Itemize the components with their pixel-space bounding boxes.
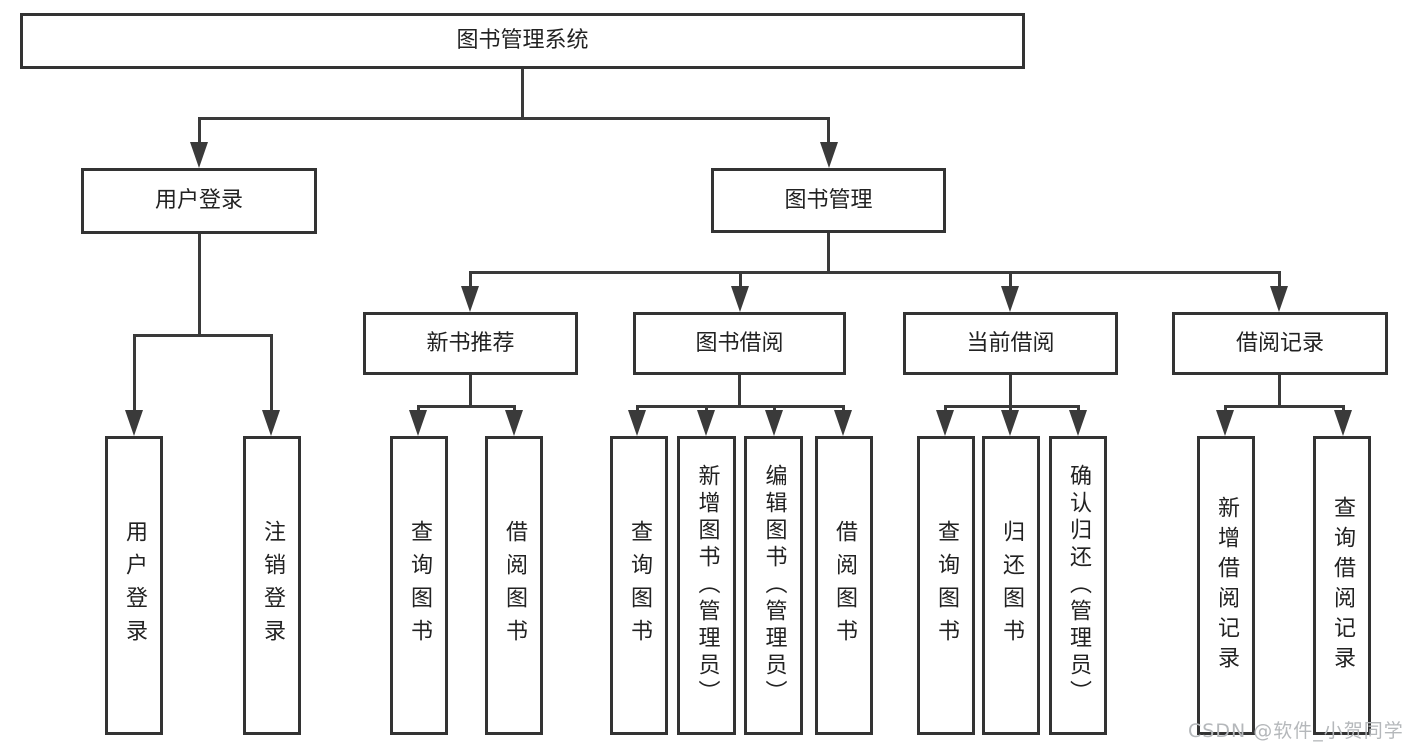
node-root-label: 图书管理系统 [456, 28, 589, 53]
connector-new-book-drop-1 [417, 405, 420, 413]
connector-root-hbar [198, 117, 830, 120]
connector-borrow-record-drop-2 [1342, 405, 1345, 413]
connector-book-mgmt-hbar [469, 271, 1281, 274]
arrowhead-leaf-bb-query [628, 410, 646, 436]
connector-current-borrow-drop-1 [944, 405, 947, 413]
leaf-borrow-query-books: 查询图书 [610, 436, 668, 735]
connector-new-book-trunk [469, 375, 472, 407]
leaf-add-borrow-record: 新增借阅记录 [1197, 436, 1255, 735]
arrowhead-book-borrow [731, 286, 749, 312]
arrowhead-leaf-bb-add [697, 410, 715, 436]
leaf-borrow-borrow-books-label: 借阅图书 [832, 519, 857, 652]
connector-current-borrow-hbar [944, 405, 1080, 408]
leaf-edit-books-admin: 编辑图书（管理员） [744, 436, 803, 735]
leaf-borrow-query-books-label: 查询图书 [627, 519, 652, 652]
leaf-query-borrow-record-label: 查询借阅记录 [1330, 495, 1355, 676]
arrowhead-new-book [461, 286, 479, 312]
arrowhead-leaf-cb-query [936, 410, 954, 436]
leaf-return-books: 归还图书 [982, 436, 1040, 735]
connector-drop-current-borrow [1009, 271, 1012, 287]
node-user-login: 用户登录 [81, 168, 317, 234]
leaf-edit-books-admin-label: 编辑图书（管理员） [761, 464, 787, 707]
node-book-borrow-label: 图书借阅 [695, 330, 784, 356]
connector-user-login-drop-right [270, 334, 273, 412]
node-new-book: 新书推荐 [363, 312, 578, 375]
connector-book-borrow-drop-2 [705, 405, 708, 413]
arrowhead-leaf-user-login [125, 410, 143, 436]
node-book-mgmt-label: 图书管理 [784, 187, 873, 213]
arrowhead-leaf-logout [262, 410, 280, 436]
csdn-watermark: CSDN @软件_小贺同学 [1188, 720, 1404, 742]
connector-user-login-trunk [198, 234, 201, 336]
connector-current-borrow-trunk [1009, 375, 1012, 407]
connector-drop-book-borrow [739, 271, 742, 287]
connector-new-book-drop-2 [513, 405, 516, 413]
arrowhead-leaf-bb-edit [765, 410, 783, 436]
connector-current-borrow-drop-2 [1009, 405, 1012, 413]
node-user-login-label: 用户登录 [154, 188, 243, 213]
arrowhead-user-login [190, 142, 208, 168]
connector-root-drop-left [198, 117, 201, 145]
arrowhead-leaf-br-add [1216, 410, 1234, 436]
connector-borrow-record-drop-1 [1224, 405, 1227, 413]
leaf-add-books-admin-label: 新增图书（管理员） [694, 464, 720, 707]
leaf-return-books-label: 归还图书 [999, 519, 1024, 652]
connector-book-borrow-drop-3 [773, 405, 776, 413]
arrowhead-leaf-nb-query [409, 410, 427, 436]
leaf-current-query-books: 查询图书 [917, 436, 975, 735]
connector-current-borrow-drop-3 [1077, 405, 1080, 413]
node-current-borrow: 当前借阅 [903, 312, 1118, 375]
leaf-newbook-query-books: 查询图书 [390, 436, 448, 735]
connector-borrow-record-trunk [1278, 375, 1281, 407]
node-borrow-record: 借阅记录 [1172, 312, 1388, 375]
connector-drop-new-book [469, 271, 472, 287]
connector-borrow-record-hbar [1224, 405, 1345, 408]
leaf-logout: 注销登录 [243, 436, 301, 735]
connector-book-borrow-drop-1 [636, 405, 639, 413]
arrowhead-current-borrow [1001, 286, 1019, 312]
node-root: 图书管理系统 [20, 13, 1025, 69]
connector-root-trunk [521, 69, 524, 118]
arrowhead-book-mgmt [820, 142, 838, 168]
connector-user-login-drop-left [133, 334, 136, 412]
arrowhead-leaf-cb-confirm [1069, 410, 1087, 436]
connector-user-login-hbar [133, 334, 273, 337]
leaf-user-login: 用户登录 [105, 436, 163, 735]
arrowhead-leaf-nb-borrow [505, 410, 523, 436]
connector-book-borrow-drop-4 [842, 405, 845, 413]
node-new-book-label: 新书推荐 [426, 330, 515, 356]
leaf-borrow-borrow-books: 借阅图书 [815, 436, 873, 735]
leaf-user-login-label: 用户登录 [122, 519, 147, 652]
node-borrow-record-label: 借阅记录 [1235, 330, 1324, 356]
arrowhead-leaf-cb-return [1001, 410, 1019, 436]
leaf-logout-label: 注销登录 [260, 519, 285, 652]
connector-book-mgmt-trunk [827, 233, 830, 273]
arrowhead-borrow-record [1270, 286, 1288, 312]
arrowhead-leaf-br-query [1334, 410, 1352, 436]
connector-drop-borrow-record [1278, 271, 1281, 287]
node-book-mgmt: 图书管理 [711, 168, 946, 233]
leaf-add-books-admin: 新增图书（管理员） [677, 436, 736, 735]
node-book-borrow: 图书借阅 [633, 312, 846, 375]
leaf-newbook-borrow-books-label: 借阅图书 [502, 519, 527, 652]
arrowhead-leaf-bb-borrow [834, 410, 852, 436]
leaf-newbook-borrow-books: 借阅图书 [485, 436, 543, 735]
connector-root-drop-right [827, 117, 830, 145]
leaf-query-borrow-record: 查询借阅记录 [1313, 436, 1371, 735]
connector-book-borrow-hbar [636, 405, 845, 408]
leaf-add-borrow-record-label: 新增借阅记录 [1214, 495, 1239, 676]
leaf-newbook-query-books-label: 查询图书 [407, 519, 432, 652]
node-current-borrow-label: 当前借阅 [966, 330, 1055, 356]
connector-new-book-hbar [417, 405, 516, 408]
connector-book-borrow-trunk [738, 375, 741, 407]
leaf-confirm-return-admin: 确认归还（管理员） [1049, 436, 1107, 735]
leaf-confirm-return-admin-label: 确认归还（管理员） [1066, 464, 1091, 707]
leaf-current-query-books-label: 查询图书 [934, 519, 959, 652]
